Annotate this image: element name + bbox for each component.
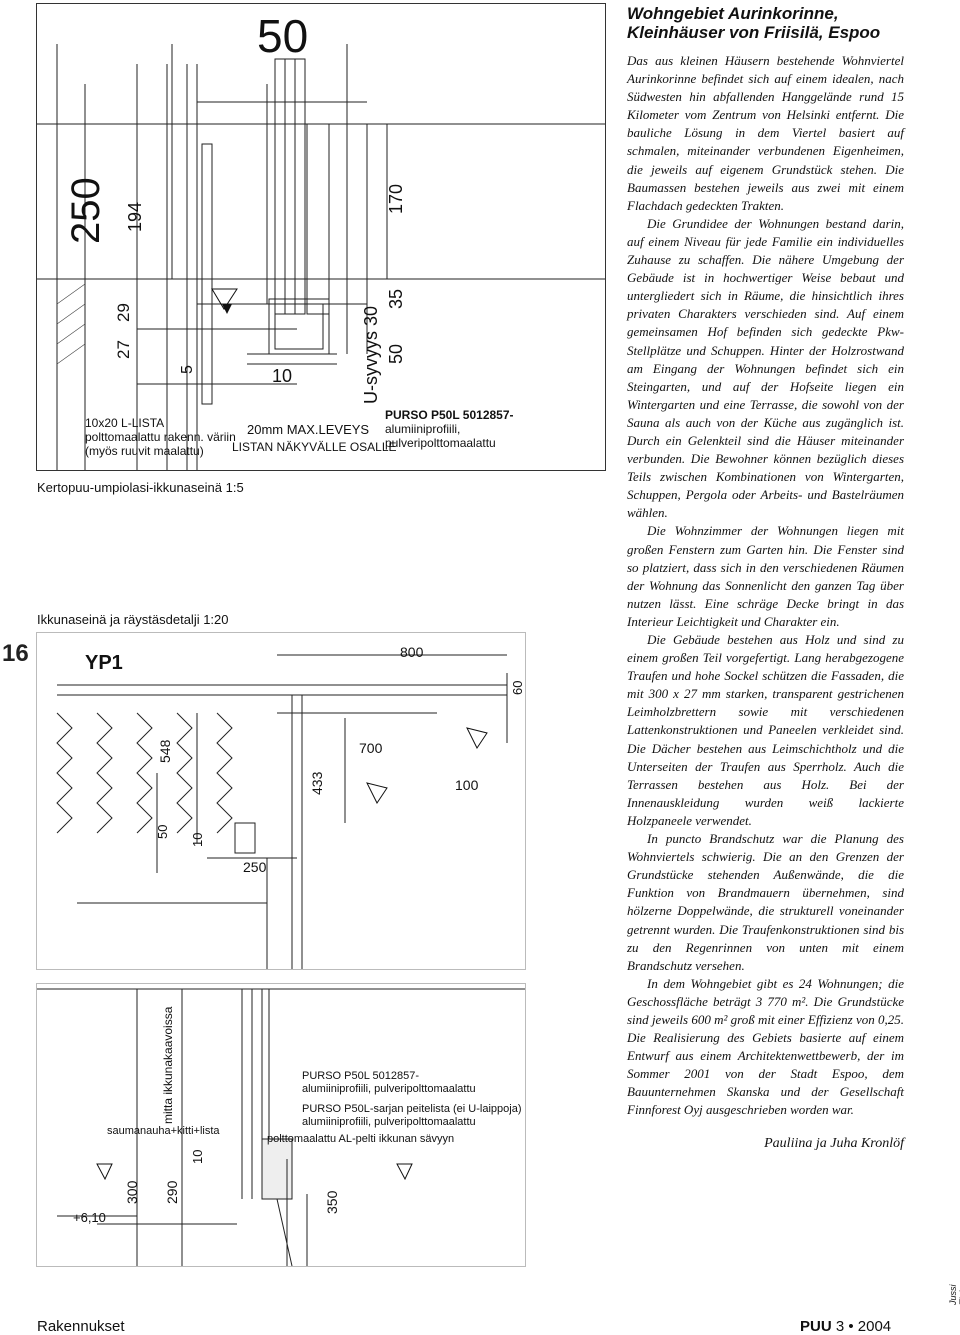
footer-brand: PUU bbox=[800, 1318, 832, 1335]
top-detail-drawing: 50 250 194 170 35 27 29 5 10 50 U-syvyys… bbox=[36, 3, 606, 471]
dim-250: 250 bbox=[64, 177, 108, 244]
top-drawing-caption: Kertopuu-umpiolasi-ikkunaseinä 1:5 bbox=[37, 480, 244, 495]
dim-300: 300 bbox=[124, 1180, 140, 1204]
middle-detail-drawing: YP1 800 60 700 548 433 100 bbox=[36, 632, 526, 970]
note-max-1: 20mm MAX.LEVEYS bbox=[247, 422, 369, 437]
dim-250: 250 bbox=[243, 859, 267, 875]
note-lista-3: (myös ruuvit maalattu) bbox=[85, 444, 204, 458]
dim-27: 27 bbox=[114, 340, 133, 359]
note-purso-3: pulveripolttomaalattu bbox=[385, 436, 496, 450]
dim-194: 194 bbox=[125, 202, 145, 232]
note-lista-2: polttomaalattu rakenn. väriin bbox=[85, 430, 236, 444]
note-max-2: LISTAN NÄKYVÄLLE OSALLE bbox=[232, 440, 397, 454]
drawing-label-yp1: YP1 bbox=[85, 652, 123, 674]
note-sauma: saumanauha+kitti+lista bbox=[107, 1125, 220, 1137]
photo-credit: Jussi Tiainen bbox=[948, 1275, 960, 1305]
dim-35: 35 bbox=[386, 289, 406, 309]
dim-700: 700 bbox=[359, 740, 383, 756]
note-purso-1: PURSO P50L 5012857- bbox=[385, 408, 514, 422]
footer-section: Rakennukset bbox=[37, 1318, 125, 1335]
article-author: Pauliina ja Juha Kronlöf bbox=[764, 1135, 904, 1151]
note-purso-2: alumiiniprofiili, bbox=[385, 422, 460, 436]
note-pelti: polttomaalattu AL-pelti ikkunan sävyyn bbox=[267, 1133, 454, 1145]
article: Wohngebiet Aurinkorinne, Kleinhäuser von… bbox=[627, 0, 904, 1152]
article-paragraph-3: Die Wohnzimmer der Wohnungen liegen mit … bbox=[627, 523, 904, 629]
dim-5: 5 bbox=[179, 365, 196, 374]
middle-drawing-caption: Ikkunaseinä ja räystäsdetalji 1:20 bbox=[37, 612, 229, 627]
level-mark: +6,10 bbox=[73, 1210, 106, 1225]
article-paragraph-4: Die Gebäude bestehen aus Holz und sind z… bbox=[627, 632, 904, 828]
note-purso-a1: PURSO P50L 5012857- bbox=[302, 1070, 419, 1082]
note-lista-1: 10x20 L-LISTA bbox=[85, 416, 164, 430]
bottom-detail-drawing: mitta ikkunakaavoissa PURSO P50L 5012857… bbox=[36, 983, 526, 1267]
footer-issue-number: 3 • 2004 bbox=[835, 1318, 892, 1335]
dim-170: 170 bbox=[386, 184, 406, 214]
note-purso-b2: alumiiniprofiili, pulveripolttomaalattu bbox=[302, 1116, 476, 1128]
dim-10b: 10 bbox=[190, 1150, 205, 1164]
article-paragraph-5: In puncto Brandschutz war die Planung de… bbox=[627, 831, 904, 973]
dim-10: 10 bbox=[272, 366, 292, 386]
dim-290: 290 bbox=[164, 1180, 180, 1204]
article-paragraph-6: In dem Wohngebiet gibt es 24 Wohnungen; … bbox=[627, 975, 904, 1118]
article-paragraph-1: Das aus kleinen Häusern bestehende Wohnv… bbox=[627, 53, 904, 213]
article-paragraph-2: Die Grundidee der Wohnungen bestand dari… bbox=[627, 215, 904, 521]
dim-548: 548 bbox=[157, 739, 173, 763]
dim-100: 100 bbox=[455, 777, 479, 793]
note-purso-b1: PURSO P50L-sarjan peitelista (ei U-laipp… bbox=[302, 1103, 521, 1115]
note-mitta: mitta ikkunakaavoissa bbox=[161, 1006, 175, 1124]
dim-433: 433 bbox=[309, 771, 325, 795]
page-number: 16 bbox=[2, 640, 29, 667]
dim-10: 10 bbox=[190, 833, 205, 847]
note-purso-a2: alumiiniprofiili, pulveripolttomaalattu bbox=[302, 1083, 476, 1095]
dim-50: 50 bbox=[155, 825, 170, 839]
dim-800: 800 bbox=[400, 644, 424, 660]
article-title: Wohngebiet Aurinkorinne, Kleinhäuser von… bbox=[627, 4, 881, 42]
footer-issue: PUU 3 • 2004 bbox=[800, 1318, 891, 1335]
dim-u-syvyys: U-syvyys 30 bbox=[361, 306, 381, 404]
dim-50: 50 bbox=[257, 10, 308, 62]
dim-350: 350 bbox=[324, 1190, 340, 1214]
dim-29: 29 bbox=[114, 303, 133, 322]
dim-60: 60 bbox=[510, 681, 525, 695]
dim-50b: 50 bbox=[386, 344, 406, 364]
